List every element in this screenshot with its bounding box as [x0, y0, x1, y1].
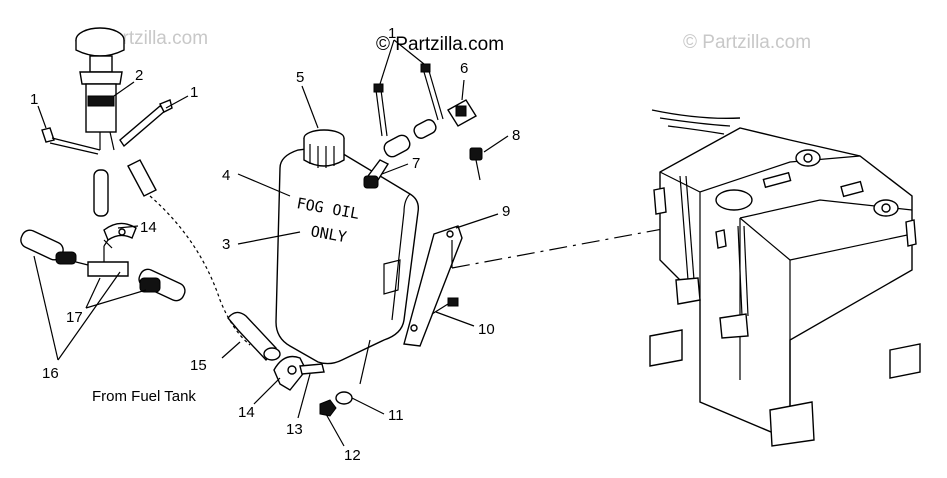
clip-14-lower	[273, 355, 325, 391]
primer-pump	[75, 27, 125, 151]
callout-1-left: 1	[30, 91, 38, 108]
watermark-right: © Partzilla.com	[683, 32, 811, 53]
watermark-center: © Partzilla.com	[376, 34, 504, 55]
callout-10: 10	[478, 321, 495, 338]
assembled-view	[649, 109, 921, 447]
callout-16: 16	[42, 365, 59, 382]
fog-oil-tank: FOG OIL ONLY	[275, 145, 420, 365]
callout-5: 5	[296, 69, 304, 86]
washer-11	[335, 391, 353, 405]
callout-6: 6	[460, 60, 468, 77]
callout-2: 2	[135, 67, 143, 84]
callout-9: 9	[502, 203, 510, 220]
callout-14-lower: 14	[238, 404, 255, 421]
elbow-fitting	[363, 159, 390, 189]
tank-cap	[303, 129, 345, 168]
clip-14-upper	[103, 222, 137, 249]
callout-7: 7	[412, 155, 420, 172]
screw-10	[431, 297, 459, 315]
callout-1-top: 1	[388, 25, 396, 42]
fuel-line-connector	[20, 229, 186, 302]
leader-lines	[33, 39, 509, 447]
hose-clamp-left	[41, 127, 101, 155]
callout-8: 8	[512, 127, 520, 144]
callout-13: 13	[286, 421, 303, 438]
bolt-8	[469, 147, 483, 181]
short-hose	[93, 159, 157, 217]
callout-3: 3	[222, 236, 230, 253]
fuel-tank-caption: From Fuel Tank	[92, 388, 196, 405]
hose-clamp-right	[119, 99, 173, 148]
nut-12	[319, 399, 337, 417]
bracket-9	[403, 225, 463, 347]
callout-1-right: 1	[190, 84, 198, 101]
callout-12: 12	[344, 447, 361, 464]
tank-label-line2: ONLY	[309, 222, 348, 246]
hose-clamps-top	[373, 63, 444, 137]
callout-11: 11	[388, 407, 404, 424]
callout-17: 17	[66, 309, 83, 326]
callout-14-upper: 14	[140, 219, 157, 236]
callout-15: 15	[190, 357, 207, 374]
hose-15	[227, 311, 281, 362]
callout-4: 4	[222, 167, 230, 184]
inline-filter	[383, 99, 477, 158]
